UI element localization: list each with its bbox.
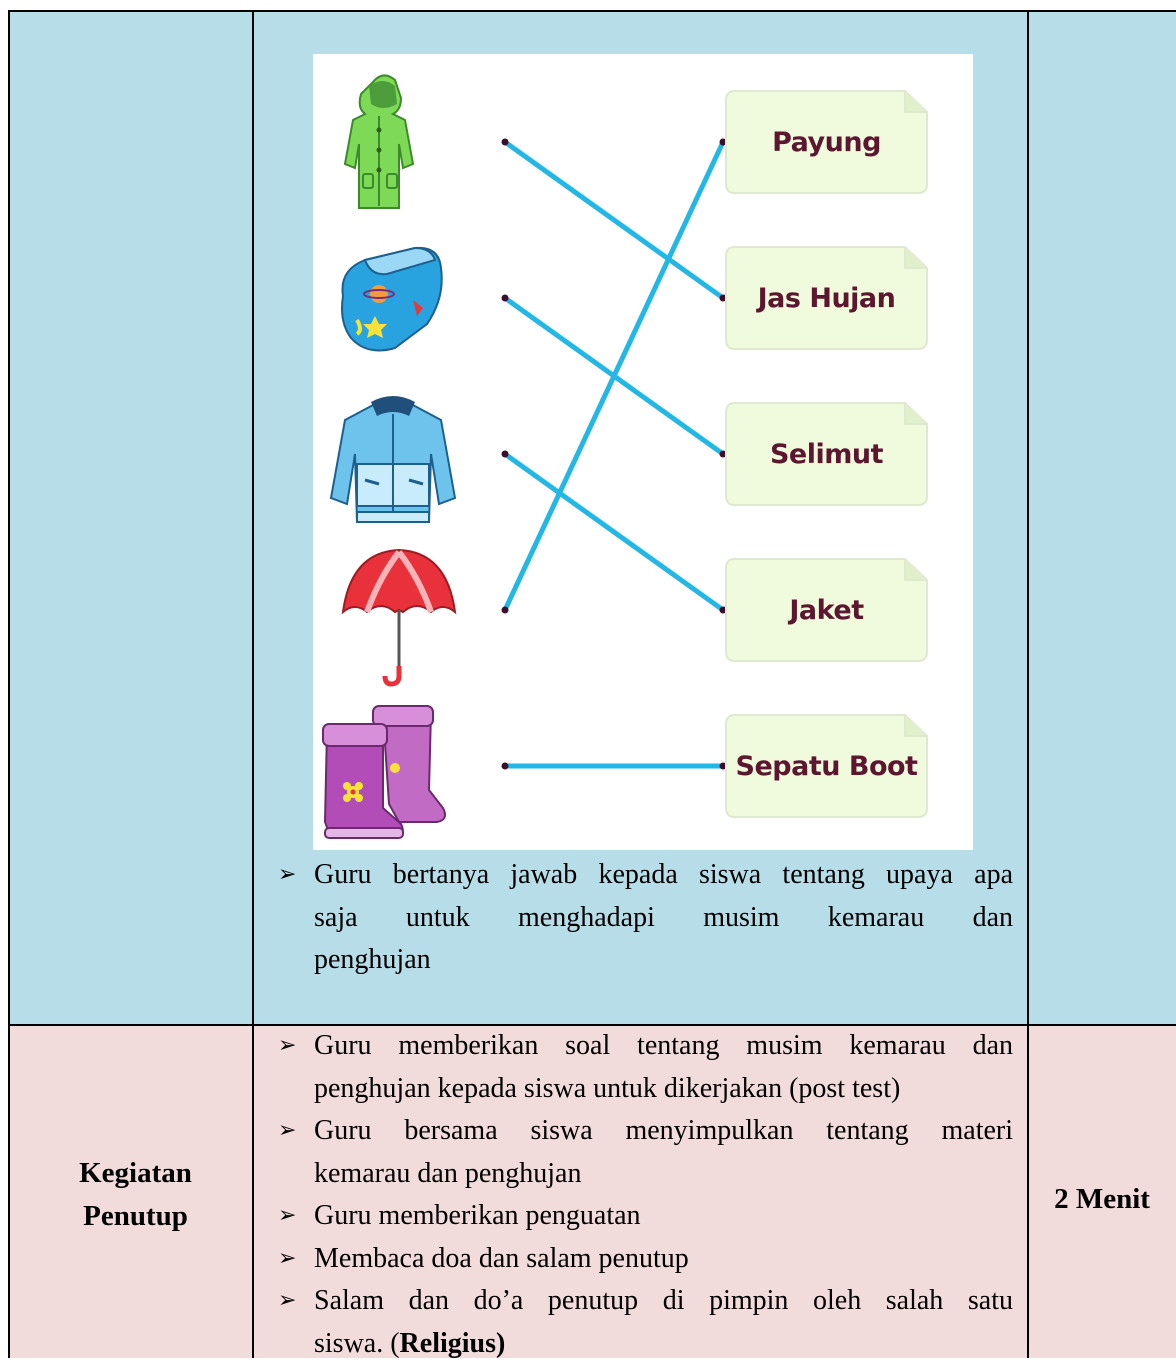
arrow-bullet-icon: ➢ — [278, 1110, 314, 1195]
bullet-item: ➢ Guru bersama siswa menyimpulkan tentan… — [278, 1110, 1013, 1195]
bullet-line: kemarau dan penghujan — [314, 1153, 1013, 1196]
character-value-tag: Religius) — [400, 1328, 506, 1359]
bullet-line: siswa. (Religius) — [314, 1323, 1013, 1365]
bullet-line: saja untuk menghadapi musim kemarau dan — [314, 897, 1013, 940]
bullet-line: Guru memberikan soal tentang musim kemar… — [314, 1025, 1013, 1068]
table-border-top — [8, 10, 1176, 12]
bullet-item: ➢ Salam dan do’a penutup di pimpin oleh … — [278, 1280, 1013, 1365]
arrow-bullet-icon: ➢ — [278, 1280, 314, 1365]
closing-activity-text: ➢ Guru memberikan soal tentang musim kem… — [278, 1025, 1013, 1365]
boots-icon — [323, 706, 445, 838]
bullet-line: Guru memberikan penguatan — [314, 1195, 1013, 1238]
stage-cell — [8, 10, 253, 1025]
label-text: Selimut — [725, 402, 928, 506]
bullet-item: ➢ Guru memberikan penguatan — [278, 1195, 1013, 1238]
match-line-4 — [505, 142, 723, 610]
raincoat-icon — [345, 75, 413, 208]
table-border-left — [8, 10, 10, 1358]
arrow-bullet-icon: ➢ — [278, 1195, 314, 1238]
label-card-3: Selimut — [725, 402, 928, 506]
umbrella-icon — [343, 550, 455, 684]
closing-stage-label: Kegiatan Penutup — [18, 1152, 253, 1238]
bullet-line: penghujan — [314, 939, 1013, 982]
label-text: Jaket — [725, 558, 928, 662]
bullet-text-plain: siswa. ( — [314, 1328, 400, 1359]
matching-worksheet: Payung Jas Hujan Selimut Jaket Sepatu Bo… — [313, 54, 973, 850]
bullet-item: ➢ Guru memberikan soal tentang musim kem… — [278, 1025, 1013, 1110]
bullet-line: Guru bersama siswa menyimpulkan tentang … — [314, 1110, 1013, 1153]
jacket-icon — [331, 396, 455, 522]
match-line-3 — [505, 454, 723, 610]
bullet-line: Membaca doa dan salam penutup — [314, 1238, 1013, 1281]
time-cell — [1028, 10, 1176, 1025]
bullet-item: ➢ Guru bertanya jawab kepada siswa tenta… — [278, 854, 1013, 982]
label-card-2: Jas Hujan — [725, 246, 928, 350]
arrow-bullet-icon: ➢ — [278, 854, 314, 982]
arrow-bullet-icon: ➢ — [278, 1025, 314, 1110]
label-card-5: Sepatu Boot — [725, 714, 928, 818]
label-card-1: Payung — [725, 90, 928, 194]
label-text: Jas Hujan — [725, 246, 928, 350]
bullet-line: Salam dan do’a penutup di pimpin oleh sa… — [314, 1280, 1013, 1323]
bullet-item: ➢ Membaca doa dan salam penutup — [278, 1238, 1013, 1281]
stage-line: Penutup — [18, 1195, 253, 1238]
blanket-icon — [342, 248, 442, 351]
main-activity-text: ➢ Guru bertanya jawab kepada siswa tenta… — [278, 854, 1013, 982]
bullet-line: Guru bertanya jawab kepada siswa tentang… — [314, 854, 1013, 897]
arrow-bullet-icon: ➢ — [278, 1238, 314, 1281]
matching-lines — [505, 142, 723, 766]
closing-time-label: 2 Menit — [1028, 1178, 1176, 1221]
bullet-line: penghujan kepada siswa untuk dikerjakan … — [314, 1068, 1013, 1111]
lesson-plan-table: Payung Jas Hujan Selimut Jaket Sepatu Bo… — [8, 10, 1176, 1358]
match-dots — [502, 139, 727, 770]
label-text: Sepatu Boot — [725, 714, 928, 818]
label-text: Payung — [725, 90, 928, 194]
stage-line: Kegiatan — [18, 1152, 253, 1195]
match-line-1 — [505, 142, 723, 298]
column-divider-2 — [1027, 10, 1029, 1358]
label-card-4: Jaket — [725, 558, 928, 662]
